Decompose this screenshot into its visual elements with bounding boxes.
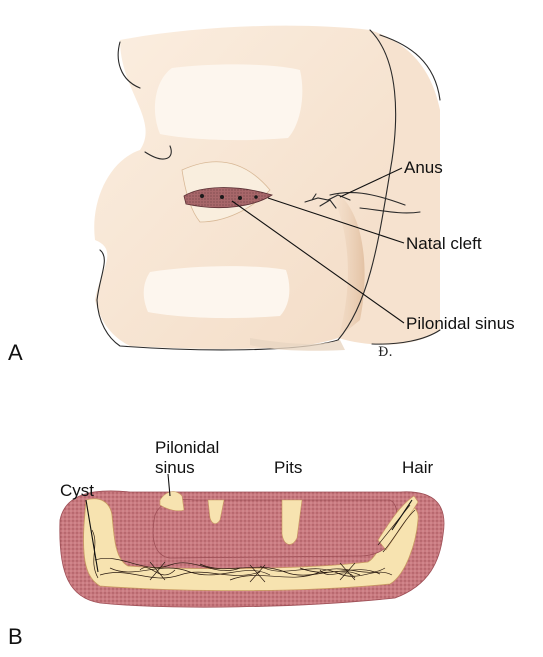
sinus-pit [220, 195, 224, 199]
label-pilonidal-sinus: Pilonidal sinus [406, 314, 515, 333]
panel-label-a: A [8, 340, 23, 365]
tissue-island [153, 500, 397, 558]
sinus-pit [254, 195, 258, 199]
label-anus: Anus [404, 158, 443, 177]
label-hair: Hair [402, 458, 434, 477]
label-pilonidal-line1: Pilonidal [155, 438, 219, 457]
upper-highlight [155, 64, 302, 140]
sinus-pit [200, 194, 204, 198]
lower-highlight [144, 266, 290, 318]
figure-a-illustration [94, 26, 440, 351]
label-pilonidal-line2: sinus [155, 458, 195, 477]
panel-label-b: B [8, 624, 23, 649]
figure-b-illustration [60, 491, 444, 607]
artist-signature: Ɖ. [378, 345, 393, 360]
label-pits: Pits [274, 458, 302, 477]
label-natal-cleft: Natal cleft [406, 234, 482, 253]
sinus-pit [238, 196, 242, 200]
label-cyst: Cyst [60, 481, 94, 500]
